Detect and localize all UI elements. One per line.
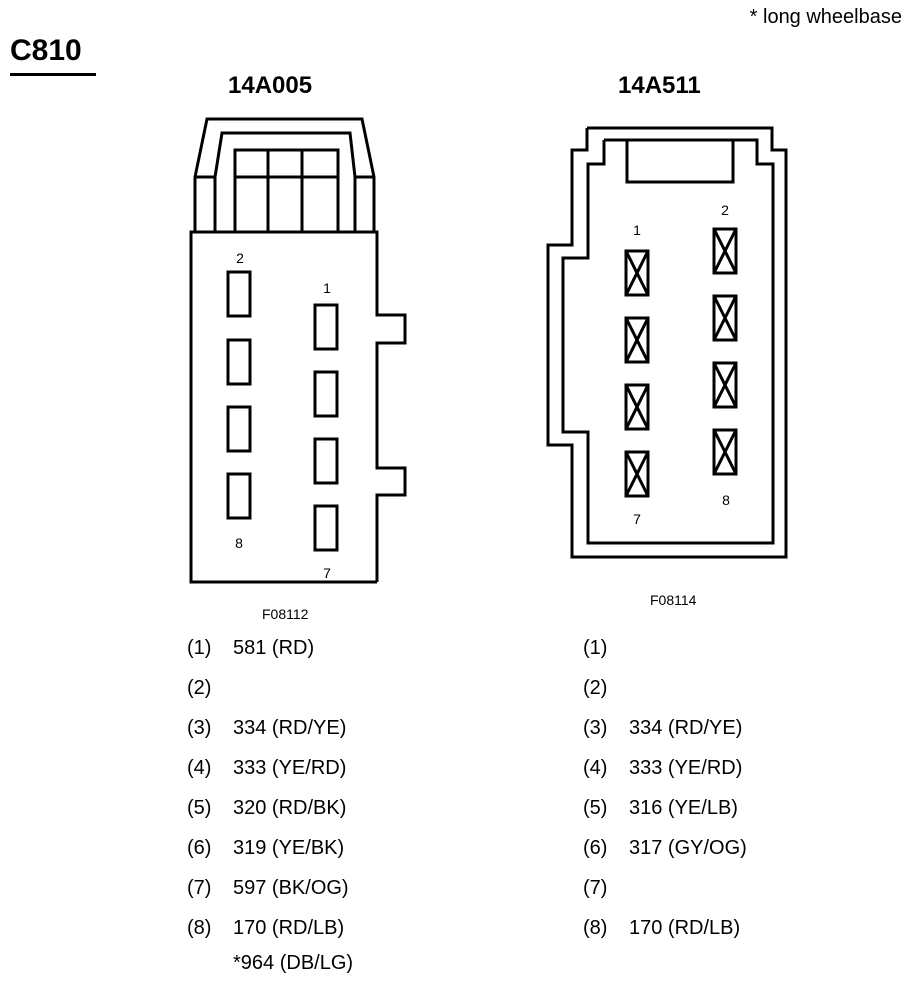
pin-row: (4) 333 (YE/RD) <box>583 748 747 788</box>
pin-list-14a511: (1) (2) (3) 334 (RD/YE) (4) 333 (YE/RD) (5… <box>583 628 747 948</box>
figure-code-14a005: F08112 <box>262 606 309 622</box>
connector-14a511-pin-label-1: 1 <box>633 222 641 238</box>
pin-row: (3) 334 (RD/YE) <box>583 708 747 748</box>
pin-wire: 334 (RD/YE) <box>233 717 347 739</box>
connector-14a005-latch-outer <box>193 117 376 232</box>
connector-14a511-cavity-3 <box>624 316 650 364</box>
pin-row: (6) 319 (YE/BK) <box>187 828 353 868</box>
connector-14a005-cavity-2 <box>226 270 252 318</box>
pin-number: (4) <box>187 757 212 779</box>
pin-wire: 170 (RD/LB) <box>233 917 345 939</box>
pin-row: (7) <box>583 868 747 908</box>
pin-number: (6) <box>583 837 608 859</box>
pin-row: (8) 170 (RD/LB) <box>583 908 747 948</box>
connector-14a511-shell-outer <box>546 126 788 559</box>
pin-number: (3) <box>187 717 212 739</box>
pin-number: (8) <box>187 917 212 939</box>
connector-14a511-cavity-1 <box>624 249 650 297</box>
pin-row: (5) 316 (YE/LB) <box>583 788 747 828</box>
connector-14a511-shell-inner <box>561 138 775 545</box>
connector-14a005-cavity-6 <box>226 405 252 453</box>
pin-row: (8) 170 (RD/LB) <box>187 908 353 948</box>
connector-14a511-cavity-8 <box>712 428 738 476</box>
pin-wire-long-wheelbase: *964 (DB/LG) <box>233 952 354 974</box>
pin-row: (2) <box>187 668 353 708</box>
pin-wire: 320 (RD/BK) <box>233 797 347 819</box>
connector-14a005-cavity-1 <box>313 303 339 351</box>
pin-number: (4) <box>583 757 608 779</box>
figure-code-14a511: F08114 <box>650 592 697 608</box>
connector-14a005-cavity-8 <box>226 472 252 520</box>
connector-14a005-cavity-5 <box>313 437 339 485</box>
pin-wire: 333 (YE/RD) <box>233 757 347 779</box>
connector-14a511-cavities <box>624 227 738 498</box>
connector-14a005-cavity-7 <box>313 504 339 552</box>
connector-14a005-latch-core <box>233 148 340 232</box>
pin-wire: 581 (RD) <box>233 637 315 659</box>
pin-list-14a005: (1) 581 (RD) (2) (3) 334 (RD/YE) (4) 333 (Y… <box>187 628 353 978</box>
pin-row: (6) 317 (GY/OG) <box>583 828 747 868</box>
pin-row: (3) 334 (RD/YE) <box>187 708 353 748</box>
connector-14a005-body <box>189 230 407 584</box>
long-wheelbase-note: * long wheelbase <box>749 6 902 28</box>
pin-wire: 334 (RD/YE) <box>629 717 743 739</box>
connector-14a005-cavity-3 <box>313 370 339 418</box>
connector-14a511-pin-label-7: 7 <box>633 511 641 527</box>
connector-14a005-pin-label-8: 8 <box>235 535 243 551</box>
connector-14a511-cavity-6 <box>712 361 738 409</box>
connector-14a511-pin-label-8: 8 <box>722 492 730 508</box>
pin-number: (2) <box>583 677 608 699</box>
connector-name-14a005: 14A005 <box>228 72 313 99</box>
connector-14a511-cavity-5 <box>624 383 650 431</box>
pin-wire: 319 (YE/BK) <box>233 837 345 859</box>
connector-14a511-cavity-7 <box>624 450 650 498</box>
pin-number: (7) <box>187 877 212 899</box>
connector-14a511-cavity-4 <box>712 294 738 342</box>
pin-wire: 317 (GY/OG) <box>629 837 747 859</box>
pin-row: (1) <box>583 628 747 668</box>
pin-row: (7) 597 (BK/OG) <box>187 868 353 908</box>
pin-row: (5) 320 (RD/BK) <box>187 788 353 828</box>
connector-14a005-latch-inner <box>213 131 357 232</box>
pin-row: (4) 333 (YE/RD) <box>187 748 353 788</box>
pin-number: (2) <box>187 677 212 699</box>
pin-wire: 170 (RD/LB) <box>629 917 741 939</box>
pin-wire: 316 (YE/LB) <box>629 797 738 819</box>
connector-14a005-drawing <box>189 117 407 584</box>
connector-14a005-pin-label-1: 1 <box>323 280 331 296</box>
connector-14a005-pin-label-2: 2 <box>236 250 244 266</box>
connector-14a511-latch-window <box>625 138 735 184</box>
pin-number: (8) <box>583 917 608 939</box>
pin-number: (1) <box>187 637 212 659</box>
connector-14a511-cavity-2 <box>712 227 738 275</box>
pin-row: (2) <box>583 668 747 708</box>
pin-row: (1) 581 (RD) <box>187 628 353 668</box>
title-underline <box>10 73 96 76</box>
pin-number: (5) <box>583 797 608 819</box>
connector-14a005-pin-label-7: 7 <box>323 565 331 581</box>
connector-14a511-drawing <box>546 126 788 559</box>
connector-id-title: C810 <box>10 34 82 67</box>
pin-number: (6) <box>187 837 212 859</box>
connector-14a511-pin-label-2: 2 <box>721 202 729 218</box>
pin-number: (7) <box>583 877 608 899</box>
connector-14a005-cavity-4 <box>226 338 252 386</box>
connector-name-14a511: 14A511 <box>618 72 701 99</box>
pin-number: (1) <box>583 637 608 659</box>
pin-wire: 597 (BK/OG) <box>233 877 349 899</box>
pin-wire: 333 (YE/RD) <box>629 757 743 779</box>
pin-number: (3) <box>583 717 608 739</box>
pin-number: (5) <box>187 797 212 819</box>
